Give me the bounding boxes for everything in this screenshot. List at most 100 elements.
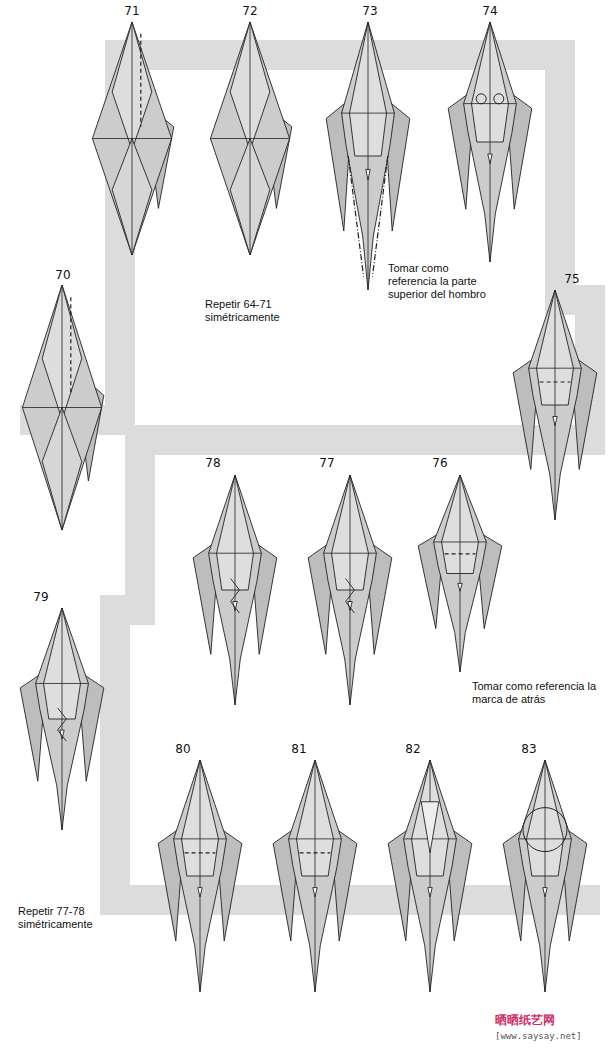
- step-number: 80: [168, 742, 198, 756]
- label-slot: 82: [398, 742, 428, 756]
- pivot-mark: [476, 94, 486, 104]
- label-slot: Repetir 64-71 simétricamente: [205, 298, 315, 324]
- center-line: [200, 760, 201, 992]
- origami-figure: [388, 760, 472, 992]
- fold-arrow: [346, 579, 355, 614]
- step-number: 83: [514, 742, 544, 756]
- origami-figure: [418, 475, 502, 672]
- center-line: [250, 22, 251, 255]
- arrow-head: [488, 154, 492, 164]
- arrow-head: [313, 888, 317, 897]
- step-number: 70: [48, 268, 78, 282]
- origami-figure: [513, 290, 597, 520]
- origami-figure: [92, 22, 173, 255]
- center-line: [490, 22, 491, 262]
- valley-fold: [185, 852, 216, 853]
- zoom-circle: [523, 808, 567, 852]
- arrow-head: [458, 583, 462, 591]
- pivot-mark: [494, 94, 504, 104]
- origami-figure: [448, 22, 532, 262]
- instruction-note: Repetir 77-78 simétricamente: [18, 905, 128, 931]
- origami-figure: [210, 22, 291, 255]
- arrow-head: [553, 417, 557, 426]
- body: [434, 475, 487, 672]
- origami-figure: [20, 608, 104, 830]
- label-slot: 晒晒纸艺网: [495, 1012, 605, 1029]
- step-number: 74: [475, 4, 505, 18]
- valley-fold: [70, 297, 71, 395]
- label-slot: 80: [168, 742, 198, 756]
- label-slot: 75: [557, 272, 587, 286]
- body: [174, 760, 227, 992]
- watermark: 晒晒纸艺网: [495, 1012, 605, 1029]
- instruction-note: Tomar como referencia la parte superior …: [388, 262, 488, 301]
- mountain-fold: [372, 156, 387, 277]
- valley-fold: [540, 381, 571, 382]
- arrow-head: [366, 169, 370, 180]
- head-detail: [421, 802, 439, 853]
- body: [342, 22, 395, 290]
- origami-figure: [22, 285, 103, 530]
- origami-figure: [326, 22, 410, 290]
- body: [324, 475, 377, 705]
- center-line: [62, 285, 63, 530]
- origami-figure: [273, 760, 357, 992]
- step-number: 72: [235, 4, 265, 18]
- body: [519, 760, 572, 992]
- center-line: [460, 475, 461, 672]
- step-number: 73: [355, 4, 385, 18]
- body: [36, 608, 89, 830]
- origami-figure: [503, 760, 587, 992]
- center-line: [368, 22, 369, 290]
- origami-figure: [193, 475, 277, 705]
- valley-fold: [445, 553, 476, 554]
- body: [289, 760, 342, 992]
- arrow-head: [428, 888, 432, 897]
- label-slot: 79: [26, 590, 56, 604]
- step-number: 76: [425, 456, 455, 470]
- label-slot: [www.saysay.net]: [495, 1031, 605, 1041]
- label-slot: 70: [48, 268, 78, 282]
- label-slot: 72: [235, 4, 265, 18]
- label-slot: 81: [284, 742, 314, 756]
- valley-fold: [140, 34, 141, 127]
- label-slot: 78: [198, 456, 228, 470]
- center-line: [235, 475, 236, 705]
- step-number: 71: [117, 4, 147, 18]
- arrow-head: [198, 888, 202, 897]
- fold-arrow: [231, 579, 240, 614]
- fold-arrow: [58, 708, 67, 741]
- center-line: [350, 475, 351, 705]
- body: [529, 290, 582, 520]
- center-line: [62, 608, 63, 830]
- label-slot: 71: [117, 4, 147, 18]
- step-number: 81: [284, 742, 314, 756]
- label-slot: 83: [514, 742, 544, 756]
- label-slot: 74: [475, 4, 505, 18]
- center-line: [545, 760, 546, 992]
- diamond-base: [22, 285, 101, 530]
- body: [464, 22, 517, 262]
- watermark: [www.saysay.net]: [495, 1031, 605, 1041]
- center-line: [430, 760, 431, 992]
- valley-fold: [300, 852, 331, 853]
- mountain-fold: [348, 156, 363, 277]
- center-line: [555, 290, 556, 520]
- origami-figure: [308, 475, 392, 705]
- label-slot: Tomar como referencia la marca de atrás: [472, 680, 602, 706]
- center-line: [132, 22, 133, 255]
- label-slot: Repetir 77-78 simétricamente: [18, 905, 128, 931]
- body: [404, 760, 457, 992]
- body: [209, 475, 262, 705]
- label-slot: 77: [312, 456, 342, 470]
- origami-figure: [158, 760, 242, 992]
- instruction-note: Repetir 64-71 simétricamente: [205, 298, 315, 324]
- label-slot: 73: [355, 4, 385, 18]
- step-number: 82: [398, 742, 428, 756]
- diamond-base: [92, 22, 171, 255]
- step-number: 79: [26, 590, 56, 604]
- step-number: 78: [198, 456, 228, 470]
- diamond-base: [210, 22, 289, 255]
